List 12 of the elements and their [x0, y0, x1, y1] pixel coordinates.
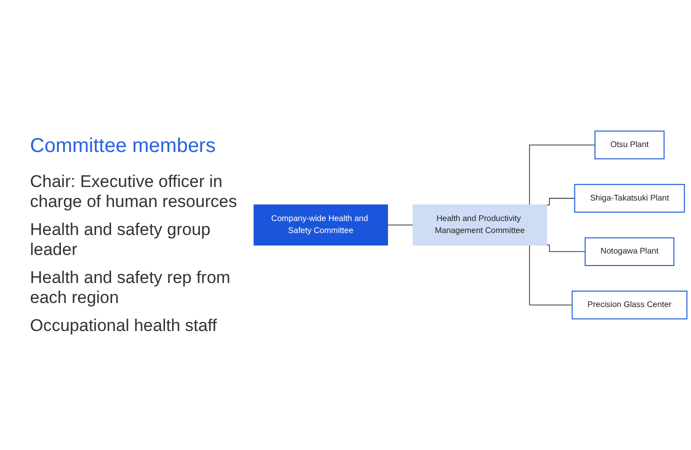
node-box: Notogawa Plant — [584, 237, 674, 266]
node-box: Precision Glass Center — [572, 290, 688, 320]
connector — [387, 224, 414, 226]
node-box: Health and Productivity Management Committee — [412, 204, 548, 246]
member-item: Occupational health staff — [30, 316, 218, 336]
node-box: Otsu Plant — [594, 130, 665, 160]
node-box: Company-wide Health and Safety Committee — [254, 204, 388, 246]
node-box: Shiga-Takatsuki Plant — [574, 184, 685, 213]
section-heading: Committee members — [30, 134, 217, 158]
member-item: Health and safety rep from each region — [30, 268, 232, 308]
member-item: Chair: Executive officer in charge of human resources — [30, 172, 238, 212]
member-item: Health and safety group leader — [30, 220, 212, 260]
